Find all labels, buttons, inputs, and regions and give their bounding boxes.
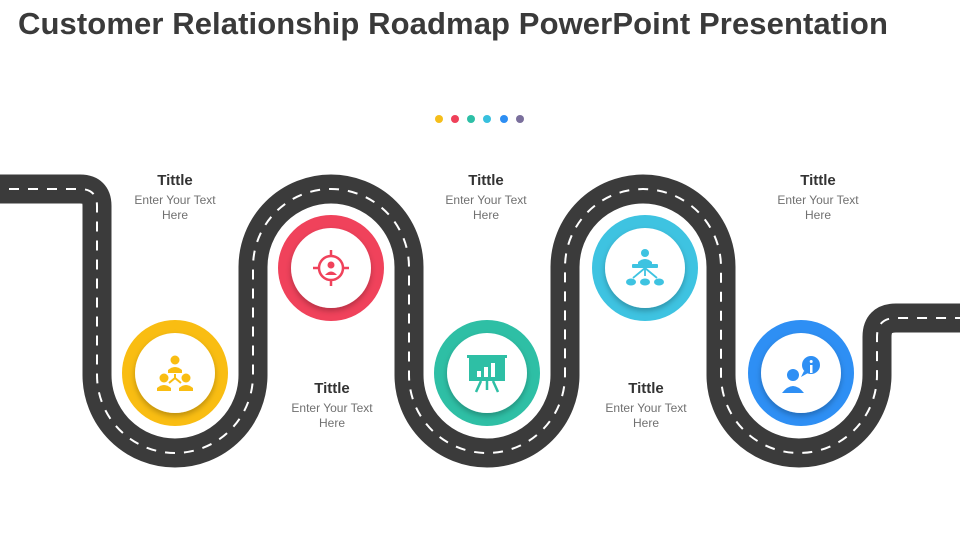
step-body-2: Enter Your Text Here bbox=[291, 401, 373, 430]
step-body-5: Enter Your Text Here bbox=[777, 193, 859, 222]
road-lane-markings bbox=[0, 188, 960, 454]
step-text-2: Tittle Enter Your Text Here bbox=[262, 380, 402, 431]
target-customer-icon bbox=[313, 250, 349, 286]
step-marker-1 bbox=[122, 320, 228, 426]
presentation-board-icon bbox=[467, 355, 507, 393]
step-text-4: Tittle Enter Your Text Here bbox=[576, 380, 716, 431]
step-title-2: Tittle bbox=[314, 380, 350, 397]
network-meeting-icon bbox=[626, 249, 664, 286]
step-marker-2 bbox=[278, 215, 384, 321]
user-info-icon bbox=[782, 356, 820, 393]
slide-title: Customer Relationship Roadmap PowerPoint… bbox=[18, 6, 888, 41]
step-body-3: Enter Your Text Here bbox=[445, 193, 527, 222]
step-text-3: Tittle Enter Your Text Here bbox=[416, 172, 556, 223]
step-marker-3 bbox=[434, 320, 540, 426]
team-hierarchy-icon bbox=[157, 355, 193, 391]
step-title-3: Tittle bbox=[468, 172, 504, 189]
step-title-1: Tittle bbox=[157, 172, 193, 189]
step-text-1: Tittle Enter Your Text Here bbox=[105, 172, 245, 223]
step-marker-5 bbox=[748, 320, 854, 426]
step-text-5: Tittle Enter Your Text Here bbox=[748, 172, 888, 223]
step-marker-4 bbox=[592, 215, 698, 321]
step-title-5: Tittle bbox=[800, 172, 836, 189]
step-body-4: Enter Your Text Here bbox=[605, 401, 687, 430]
step-title-4: Tittle bbox=[628, 380, 664, 397]
step-body-1: Enter Your Text Here bbox=[134, 193, 216, 222]
